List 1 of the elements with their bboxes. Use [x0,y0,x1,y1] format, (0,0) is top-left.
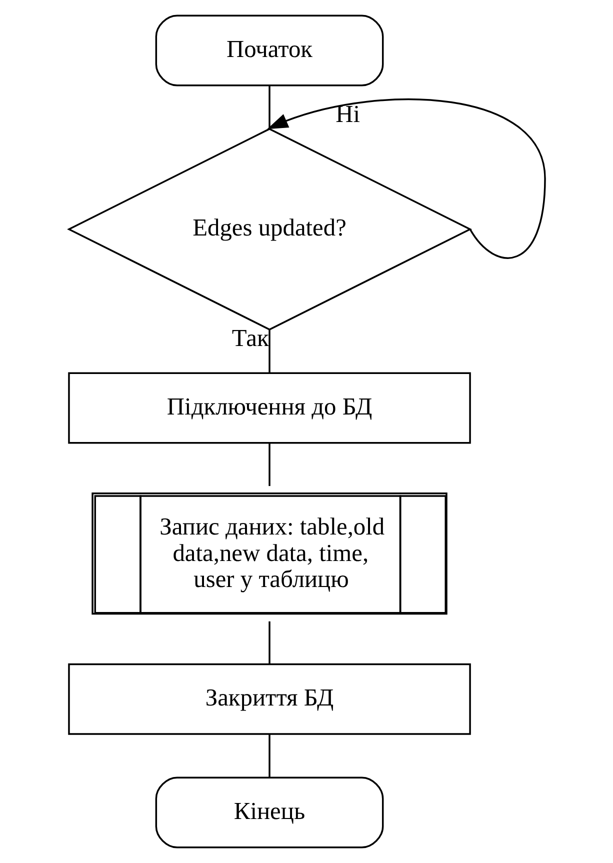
edge-label: Ні [335,101,360,128]
